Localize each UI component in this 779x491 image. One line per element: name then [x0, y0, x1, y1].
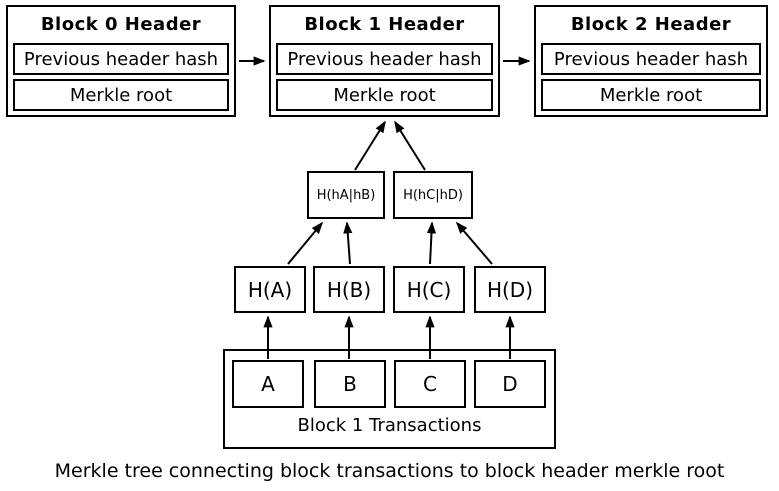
node-hash-hC-hD: H(hC|hD)	[393, 171, 473, 219]
block-0-prev-hash-field: Previous header hash	[13, 43, 229, 75]
block-2-prev-hash-field: Previous header hash	[541, 43, 761, 75]
transaction-C: C	[394, 360, 466, 408]
block-1-title: Block 1 Header	[304, 14, 465, 35]
arrow-hB-to-hAhB	[343, 221, 353, 265]
block-1-merkle-root-field: Merkle root	[276, 79, 493, 111]
block-2-merkle-root-field: Merkle root	[541, 79, 761, 111]
block-0-title: Block 0 Header	[40, 14, 202, 35]
arrow-hChD-to-merkle-root	[394, 120, 426, 171]
arrow-hA-to-hAhB	[287, 221, 324, 265]
block-2-header: Block 2 Header Previous header hash Merk…	[534, 5, 768, 117]
block-1-header: Block 1 Header Previous header hash Merk…	[269, 5, 500, 117]
block-0-merkle-root-field: Merkle root	[13, 79, 229, 111]
node-hash-B: H(B)	[313, 266, 385, 313]
block-1-transactions-container: A B C D Block 1 Transactions	[223, 349, 556, 449]
transaction-D: D	[474, 360, 546, 408]
node-hash-C: H(C)	[393, 266, 465, 313]
arrow-hC-to-hChD	[426, 221, 437, 265]
block-2-title: Block 2 Header	[570, 14, 732, 35]
transaction-A: A	[232, 360, 304, 408]
diagram-caption: Merkle tree connecting block transaction…	[54, 460, 725, 482]
arrow-hAhB-to-merkle-root	[354, 120, 386, 171]
arrow-hD-to-hChD	[455, 221, 493, 265]
node-hash-D: H(D)	[474, 266, 546, 313]
block-0-header: Block 0 Header Previous header hash Merk…	[6, 5, 236, 117]
node-hash-hA-hB: H(hA|hB)	[307, 171, 385, 219]
transactions-container-label: Block 1 Transactions	[297, 415, 482, 436]
node-hash-A: H(A)	[234, 266, 306, 313]
block-1-prev-hash-field: Previous header hash	[276, 43, 493, 75]
transaction-B: B	[314, 360, 386, 408]
